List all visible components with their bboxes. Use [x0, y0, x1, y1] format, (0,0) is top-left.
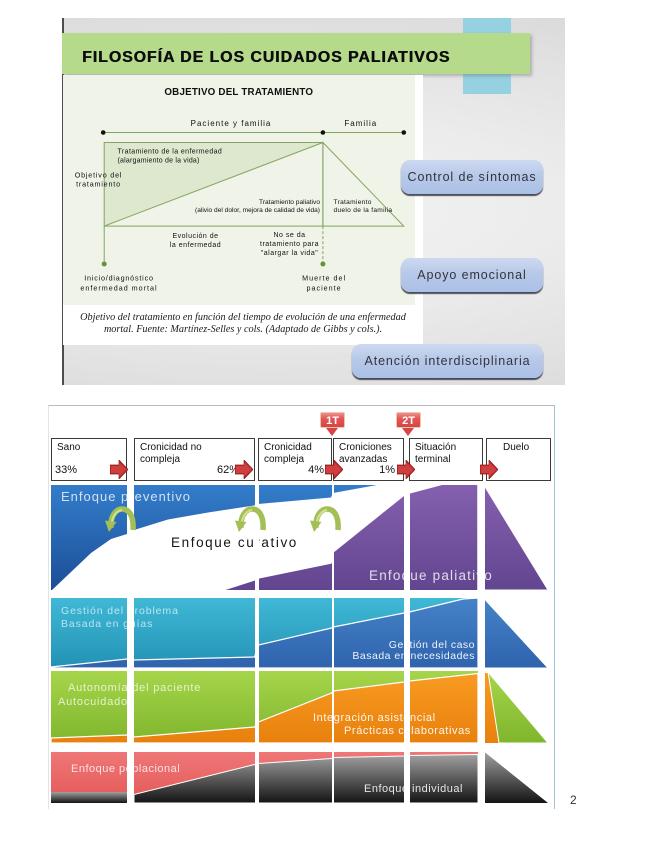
- svg-text:Paciente y familia: Paciente y familia: [191, 119, 272, 128]
- svg-text:(alivio del dolor, mejora de c: (alivio del dolor, mejora de calidad de …: [195, 207, 320, 214]
- svg-text:Muerte del: Muerte del: [302, 274, 346, 283]
- svg-text:"alargar la vida": "alargar la vida": [261, 250, 318, 257]
- svg-text:enfermedad mortal: enfermedad mortal: [80, 284, 157, 293]
- svg-text:(alargamiento de la vida): (alargamiento de la vida): [118, 158, 200, 165]
- svg-text:Objetivo del: Objetivo del: [75, 171, 123, 180]
- svg-text:Tratamiento paliativo: Tratamiento paliativo: [259, 199, 320, 206]
- svg-text:Familia: Familia: [344, 119, 377, 128]
- svg-text:Tratamiento: Tratamiento: [334, 199, 372, 206]
- svg-text:OBJETIVO DEL TRATAMIENTO: OBJETIVO DEL TRATAMIENTO: [164, 87, 313, 98]
- svg-text:Inicio/diagnóstico: Inicio/diagnóstico: [84, 274, 154, 283]
- svg-text:Evolución de: Evolución de: [172, 233, 218, 240]
- svg-text:paciente: paciente: [307, 284, 342, 293]
- svg-text:No se da: No se da: [273, 232, 305, 239]
- svg-text:tratamiento para: tratamiento para: [260, 241, 319, 248]
- svg-text:tratamiento: tratamiento: [76, 180, 121, 189]
- svg-text:la enfermedad: la enfermedad: [170, 242, 221, 249]
- svg-text:duelo de la familia: duelo de la familia: [334, 207, 393, 214]
- svg-text:Tratamiento de la enfermedad: Tratamiento de la enfermedad: [118, 149, 223, 156]
